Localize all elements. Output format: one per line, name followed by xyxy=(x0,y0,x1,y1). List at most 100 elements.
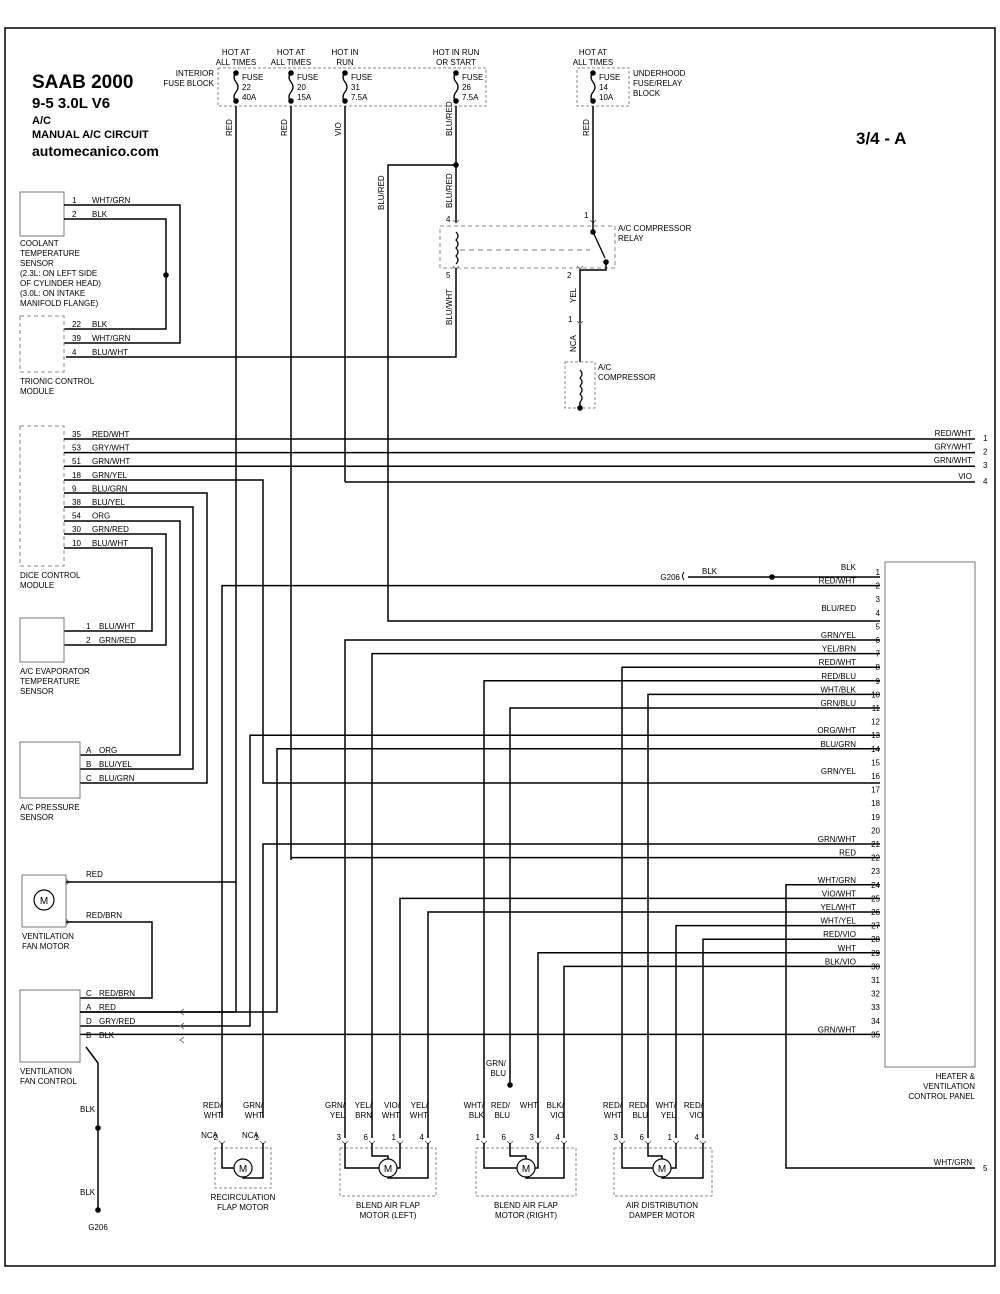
pin-number: 38 xyxy=(72,498,81,507)
pin-number: 10 xyxy=(72,539,81,548)
wire-red-vio xyxy=(702,938,880,1138)
wire-red-wht-recirc xyxy=(221,584,880,1118)
wire-color-label: GRN/ xyxy=(486,1059,507,1068)
wire-grn-wht-recirc xyxy=(262,843,880,1118)
exit-reference: 3 xyxy=(983,461,988,470)
dice-label: MODULE xyxy=(20,581,54,590)
fuse-rating: 7.5A xyxy=(462,93,479,102)
wire-wht-grn-exit xyxy=(785,884,975,1169)
pin-number: 6 xyxy=(364,1133,369,1142)
wire-color-label: WHT/BLK xyxy=(820,685,856,694)
wire-color-label: BLU/YEL xyxy=(99,760,132,769)
dice-control-module xyxy=(19,425,65,567)
ground-label: G206 xyxy=(660,573,680,582)
pin-number: A xyxy=(86,1003,92,1012)
motor-symbol: M xyxy=(40,896,48,907)
pin-number: C xyxy=(86,989,92,998)
pin-number: 35 xyxy=(72,430,81,439)
a-c-evaporator-temperature-sensor xyxy=(19,617,65,663)
vehicle-model: 9-5 3.0L V6 xyxy=(32,95,111,112)
wire-color-label: GRN/RED xyxy=(92,525,129,534)
ground-label: G206 xyxy=(88,1223,108,1232)
fuse-label: FUSE xyxy=(462,73,483,82)
pin-number: 4 xyxy=(556,1133,561,1142)
trionic-label: TRIONIC CONTROL xyxy=(20,377,95,386)
wire-color-label: RED xyxy=(225,119,234,136)
dice-label: DICE CONTROL xyxy=(20,571,81,580)
wire-grn-red xyxy=(64,533,167,646)
underhood-fuse-block-label: FUSE/RELAY xyxy=(633,79,683,88)
wire-color-label: BLU xyxy=(494,1111,510,1120)
wire-color-label: YEL/WHT xyxy=(820,903,856,912)
pin-number: 18 xyxy=(72,471,81,480)
motor-lead xyxy=(483,1143,517,1169)
ground-dot xyxy=(95,1207,101,1213)
wire-yel-compressor xyxy=(579,262,607,370)
a-c-pressure-sensor xyxy=(19,741,81,799)
motor-label: AIR DISTRIBUTION xyxy=(626,1201,698,1210)
interior-fuse-block-label: FUSE BLOCK xyxy=(163,79,214,88)
wire-color-label: RED xyxy=(99,1003,116,1012)
wire-color-label: WHT xyxy=(410,1111,428,1120)
fuse-terminal xyxy=(233,70,239,76)
compressor-label: A/C xyxy=(598,363,612,372)
wire-color-label: BLU/GRN xyxy=(92,484,128,493)
wire-color-label: BLU/YEL xyxy=(92,498,125,507)
interior-fuse-block-label: INTERIOR xyxy=(176,69,214,78)
motor-symbol: M xyxy=(658,1164,666,1175)
power-source-label: OR START xyxy=(436,58,476,67)
wire-color-label: GRN/WHT xyxy=(92,457,130,466)
motor-label: RECIRCULATION xyxy=(211,1193,276,1202)
coolant-sensor-label: MANIFOLD FLANGE) xyxy=(20,299,99,308)
wire-wht-yel xyxy=(675,924,880,1138)
wire-blu-yel xyxy=(64,506,194,770)
wire-color-label: ORG xyxy=(99,746,117,755)
wire-wht-grn xyxy=(64,204,181,344)
heater-ventilation-control-panel xyxy=(884,561,976,1068)
exit-reference: 5 xyxy=(983,1164,988,1173)
splice-dot xyxy=(95,1125,101,1131)
fuse-label: FUSE xyxy=(351,73,372,82)
panel-pin-number: 12 xyxy=(871,718,880,727)
compressor-pin: 1 xyxy=(568,315,573,324)
evap-sensor-label: TEMPERATURE xyxy=(20,677,80,686)
fuse-number: 26 xyxy=(462,83,471,92)
motor-label: BLEND AIR FLAP xyxy=(494,1201,558,1210)
compressor-label: COMPRESSOR xyxy=(598,373,656,382)
pin-number: 6 xyxy=(640,1133,645,1142)
fuse-symbol xyxy=(288,71,294,103)
wire-color-label: BLU/RED xyxy=(445,101,454,136)
relay-coil xyxy=(455,231,459,265)
wire-color-label: BLK xyxy=(80,1105,96,1114)
wire-color-label: VIO xyxy=(958,472,972,481)
power-source-label: HOT AT xyxy=(579,48,607,57)
wire-blu-wht-trionic xyxy=(66,268,457,358)
motor-label: MOTOR (RIGHT) xyxy=(495,1211,557,1220)
fuse-symbol xyxy=(453,71,459,103)
ground-symbol xyxy=(682,571,685,581)
pin-number: A xyxy=(86,746,92,755)
wire-grn-yel-blendL xyxy=(344,639,880,1138)
splice-dot xyxy=(163,272,169,278)
motor-label: DAMPER MOTOR xyxy=(629,1211,695,1220)
hvac-panel-label: HEATER & xyxy=(936,1072,976,1081)
motor-lead xyxy=(221,1143,234,1169)
evap-sensor-label: SENSOR xyxy=(20,687,54,696)
wire-color-label: ORG xyxy=(92,512,110,521)
motor-lead xyxy=(535,1143,539,1169)
pin-number: 9 xyxy=(72,484,77,493)
nca-label: NCA xyxy=(569,334,578,352)
fuse-symbol xyxy=(233,71,239,103)
motor-symbol: M xyxy=(384,1164,392,1175)
system-name: A/C xyxy=(32,115,51,127)
website-credit: automecanico.com xyxy=(32,143,159,159)
panel-pin-number: 23 xyxy=(871,867,880,876)
motor-label: FLAP MOTOR xyxy=(217,1203,269,1212)
power-source-label: ALL TIMES xyxy=(573,58,613,67)
pin-number: 39 xyxy=(72,334,81,343)
nca-label: NCA xyxy=(242,1131,260,1140)
wire-color-label: GRY/WHT xyxy=(934,443,972,452)
fuse-label: FUSE xyxy=(242,73,263,82)
wire-color-label: GRN/WHT xyxy=(818,835,856,844)
hvac-panel-label: VENTILATION xyxy=(923,1082,975,1091)
